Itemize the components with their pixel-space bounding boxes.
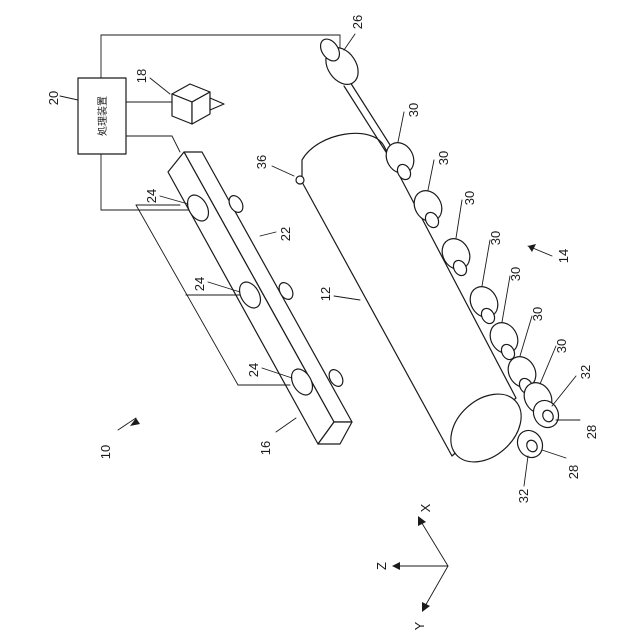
label-30-7: 30 (554, 339, 569, 353)
axis-y-line (424, 566, 448, 608)
arrowhead-14 (528, 244, 536, 252)
label-10: 10 (98, 445, 113, 459)
leader-32-b (524, 456, 528, 486)
leader-30-2 (428, 160, 434, 190)
axis-z-arrowhead (392, 562, 400, 570)
label-12: 12 (318, 287, 333, 301)
leader-30-1 (398, 112, 404, 142)
coordinate-axes: Z X Y (374, 503, 448, 630)
sensor-tip (210, 98, 224, 110)
label-18: 18 (134, 69, 149, 83)
label-30-1: 30 (406, 103, 421, 117)
label-30-3: 30 (462, 191, 477, 205)
label-14: 14 (556, 249, 571, 263)
label-36: 36 (254, 155, 269, 169)
leader-20 (60, 96, 78, 100)
label-30-2: 30 (436, 151, 451, 165)
leader-22 (260, 232, 276, 236)
axis-x-label: X (418, 503, 433, 512)
label-30-6: 30 (530, 307, 545, 321)
axis-x-line (420, 520, 448, 566)
label-28-b: 28 (566, 465, 581, 479)
label-30-5: 30 (508, 267, 523, 281)
leader-30-5 (502, 276, 510, 322)
label-24-c: 24 (246, 363, 261, 377)
label-16: 16 (258, 441, 273, 455)
wire-to-beam (126, 136, 180, 152)
leader-12 (334, 296, 360, 300)
sensor-18 (172, 84, 224, 124)
label-26: 26 (350, 15, 365, 29)
leader-30-4 (482, 240, 490, 286)
axis-y-label: Y (412, 621, 427, 630)
leader-32-a (552, 376, 576, 406)
label-28-a: 28 (584, 425, 599, 439)
leader-18 (150, 78, 170, 94)
label-22: 22 (278, 227, 293, 241)
label-30-4: 30 (488, 231, 503, 245)
label-32-a: 32 (578, 365, 593, 379)
label-24-a: 24 (144, 189, 159, 203)
mark-36 (296, 176, 304, 184)
axis-z-label: Z (374, 562, 389, 570)
label-20: 20 (46, 91, 61, 105)
leader-26 (344, 34, 355, 50)
axis-x-arrowhead (418, 516, 426, 526)
leader-36 (272, 166, 294, 176)
label-32-b: 32 (516, 489, 531, 503)
processing-unit: 処理装置 (78, 78, 126, 154)
processing-unit-text: 処理装置 (96, 96, 109, 136)
label-24-b: 24 (192, 277, 207, 291)
axis-y-arrowhead (422, 602, 430, 612)
leader-28-b (542, 450, 566, 458)
leader-16 (276, 418, 296, 432)
